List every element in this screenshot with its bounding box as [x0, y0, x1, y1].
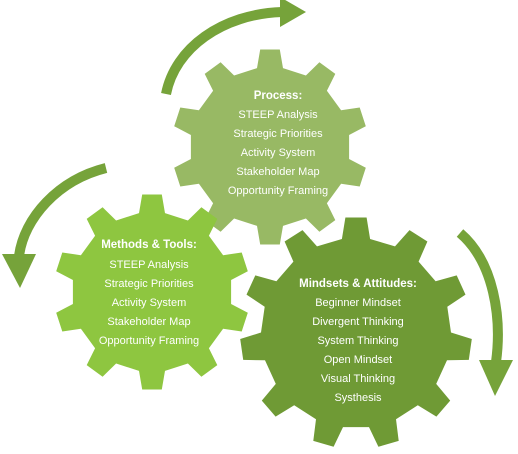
mindsets-item-6: Systhesis: [334, 392, 382, 404]
methods-title: Methods & Tools:: [101, 239, 197, 251]
process-item-1: STEEP Analysis: [238, 109, 318, 121]
process-item-4: Stakeholder Map: [236, 166, 319, 178]
process-title: Process:: [254, 90, 303, 102]
methods-item-2: Strategic Priorities: [104, 278, 194, 290]
mindsets-item-3: System Thinking: [317, 335, 398, 347]
arrow-top: [161, 0, 306, 96]
methods-item-3: Activity System: [112, 297, 187, 309]
arrow-right: [456, 229, 513, 396]
methods-gear-text: Methods & Tools: STEEP Analysis Strategi…: [99, 239, 199, 347]
process-gear: [174, 49, 366, 245]
process-item-3: Activity System: [241, 147, 316, 159]
mindsets-item-4: Open Mindset: [324, 354, 392, 366]
mindsets-item-1: Beginner Mindset: [315, 297, 401, 309]
mindsets-gear-text: Mindsets & Attitudes: Beginner Mindset D…: [299, 278, 417, 404]
mindsets-attitudes-gear: [240, 217, 472, 447]
process-item-5: Opportunity Framing: [228, 185, 328, 197]
mindsets-item-2: Divergent Thinking: [312, 316, 404, 328]
methods-item-4: Stakeholder Map: [107, 316, 190, 328]
methods-tools-gear: [56, 194, 248, 390]
process-gear-text: Process: STEEP Analysis Strategic Priori…: [228, 90, 328, 197]
methods-item-5: Opportunity Framing: [99, 335, 199, 347]
methods-item-1: STEEP Analysis: [109, 259, 189, 271]
mindsets-title: Mindsets & Attitudes:: [299, 278, 417, 290]
process-item-2: Strategic Priorities: [233, 128, 323, 140]
mindsets-item-5: Visual Thinking: [321, 373, 395, 385]
arrow-left: [2, 163, 108, 288]
